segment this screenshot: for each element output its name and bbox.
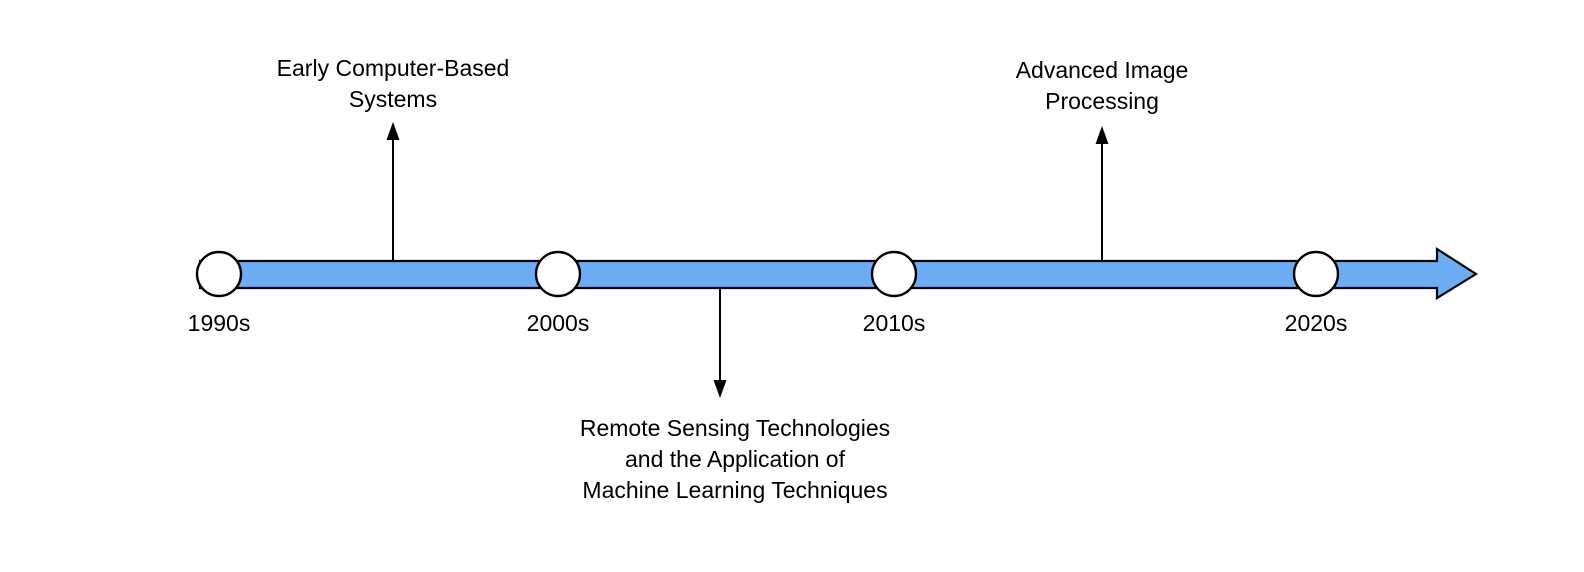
- event-label-early-computer-based-systems: Early Computer-Based Systems: [277, 53, 510, 115]
- tick-label-2020s: 2020s: [1284, 310, 1348, 336]
- connector-remote-sensing-and-ml: [713, 288, 727, 398]
- event-label-line: Remote Sensing Technologies: [579, 415, 891, 441]
- event-label-line: Early Computer-Based: [276, 55, 510, 81]
- event-label-remote-sensing-and-ml: Remote Sensing Technologies and the Appl…: [580, 413, 890, 506]
- event-label-line: and the Application of: [625, 446, 845, 472]
- connector-advanced-image-processing: [1095, 126, 1109, 262]
- event-label-line: Advanced Image: [1015, 57, 1189, 83]
- timeline-node-1990s[interactable]: [195, 250, 243, 298]
- timeline-node-2010s[interactable]: [870, 250, 918, 298]
- timeline-node-2020s[interactable]: [1292, 250, 1340, 298]
- tick-label-2000s: 2000s: [526, 310, 590, 336]
- timeline-axis-bar: [198, 246, 1479, 300]
- event-label-line: Systems: [348, 86, 438, 112]
- event-label-line: Processing: [1045, 88, 1159, 114]
- connector-early-computer-based-systems: [386, 122, 400, 262]
- tick-label-1990s: 1990s: [187, 310, 251, 336]
- tick-label-2010s: 2010s: [862, 310, 926, 336]
- event-label-advanced-image-processing: Advanced Image Processing: [1016, 55, 1189, 117]
- event-label-line: Machine Learning Techniques: [582, 477, 888, 503]
- timeline-node-2000s[interactable]: [534, 250, 582, 298]
